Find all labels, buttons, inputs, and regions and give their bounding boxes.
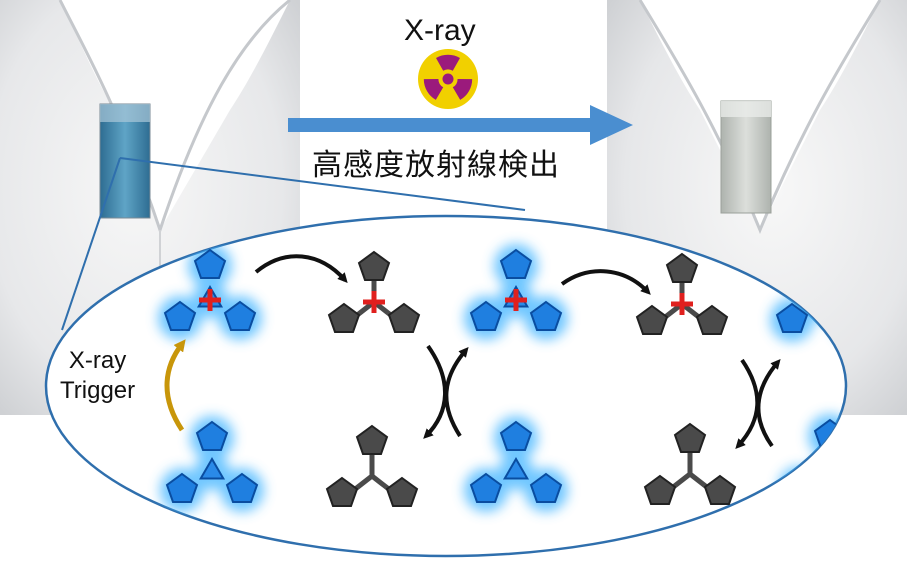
zoom-lines — [61, 157, 526, 331]
exchange-arrow-up — [756, 358, 781, 448]
trigger-arrow — [164, 339, 186, 432]
trigger-label-line2: Trigger — [60, 377, 136, 404]
electron-transfer-arrow — [254, 254, 348, 283]
detection-caption: 高感度放射線検出 — [312, 148, 560, 183]
radiation-icon — [418, 49, 478, 109]
electron-transfer-arrow — [560, 269, 651, 295]
trigger-label: X-ray Trigger — [60, 346, 135, 406]
exchange-arrow-up — [444, 346, 469, 438]
cuvette-clear — [720, 100, 772, 214]
process-arrow — [288, 105, 633, 145]
reaction-cycle-contents — [158, 244, 882, 512]
xray-label: X-ray — [404, 14, 476, 47]
trigger-label-line1: X-ray — [68, 347, 127, 374]
